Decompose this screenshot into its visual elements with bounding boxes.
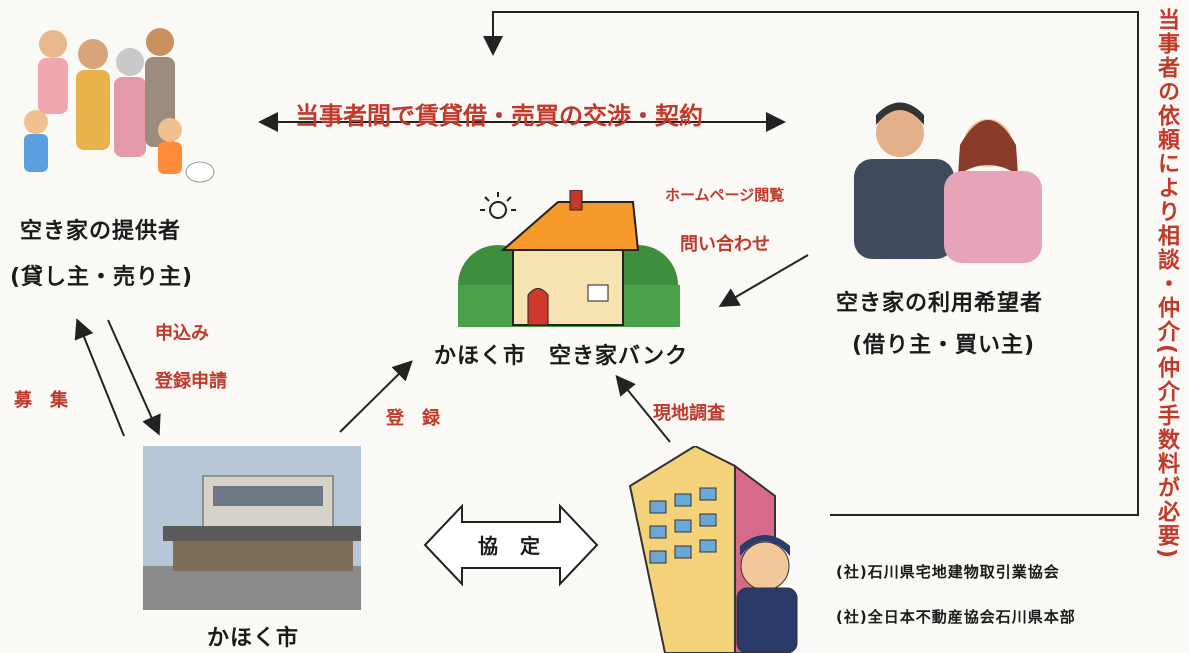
negotiation-label: 当事者間で賃貸借・売買の交渉・契約 <box>295 102 703 130</box>
register-label: 登 録 <box>386 408 440 429</box>
user-subtitle: (借り主・買い主) <box>852 333 1036 358</box>
mediation-line <box>483 11 1139 516</box>
application-label: 申込み <box>155 323 209 344</box>
recruitment-label: 募 集 <box>14 390 68 411</box>
agreement-label: 協 定 <box>478 534 541 558</box>
mediation-note: 当事者の依頼により相談・仲介(仲介手数料が必要) <box>1154 8 1179 561</box>
agreement-arrow <box>423 503 599 587</box>
city-hall-photo <box>143 446 361 610</box>
apply-arrow <box>107 319 161 436</box>
city-title: かほく市 <box>207 626 300 651</box>
inquiry-label: 問い合わせ <box>680 234 770 255</box>
provider-title: 空き家の提供者 <box>20 219 182 244</box>
association-1: (社)石川県宅地建物取引業協会 <box>836 563 1060 581</box>
realtor-building-illustration <box>628 446 798 653</box>
homepage-label: ホームページ閲覧 <box>665 186 785 204</box>
association-2: (社)全日本不動産協会石川県本部 <box>836 608 1076 626</box>
bank-title: かほく市 空き家バンク <box>434 344 689 369</box>
register-arrow <box>339 360 413 433</box>
recruit-arrow <box>74 318 125 437</box>
sun-icon <box>480 192 516 219</box>
couple-illustration <box>854 102 1042 263</box>
family-illustration <box>24 28 215 183</box>
user-title: 空き家の利用希望者 <box>836 291 1044 316</box>
house-illustration <box>458 190 680 327</box>
registration-request-label: 登録申請 <box>155 371 227 392</box>
site-survey-label: 現地調査 <box>653 403 725 424</box>
provider-subtitle: (貸し主・売り主) <box>10 265 194 290</box>
inquiry-arrow <box>718 254 809 308</box>
survey-arrow <box>615 374 671 443</box>
